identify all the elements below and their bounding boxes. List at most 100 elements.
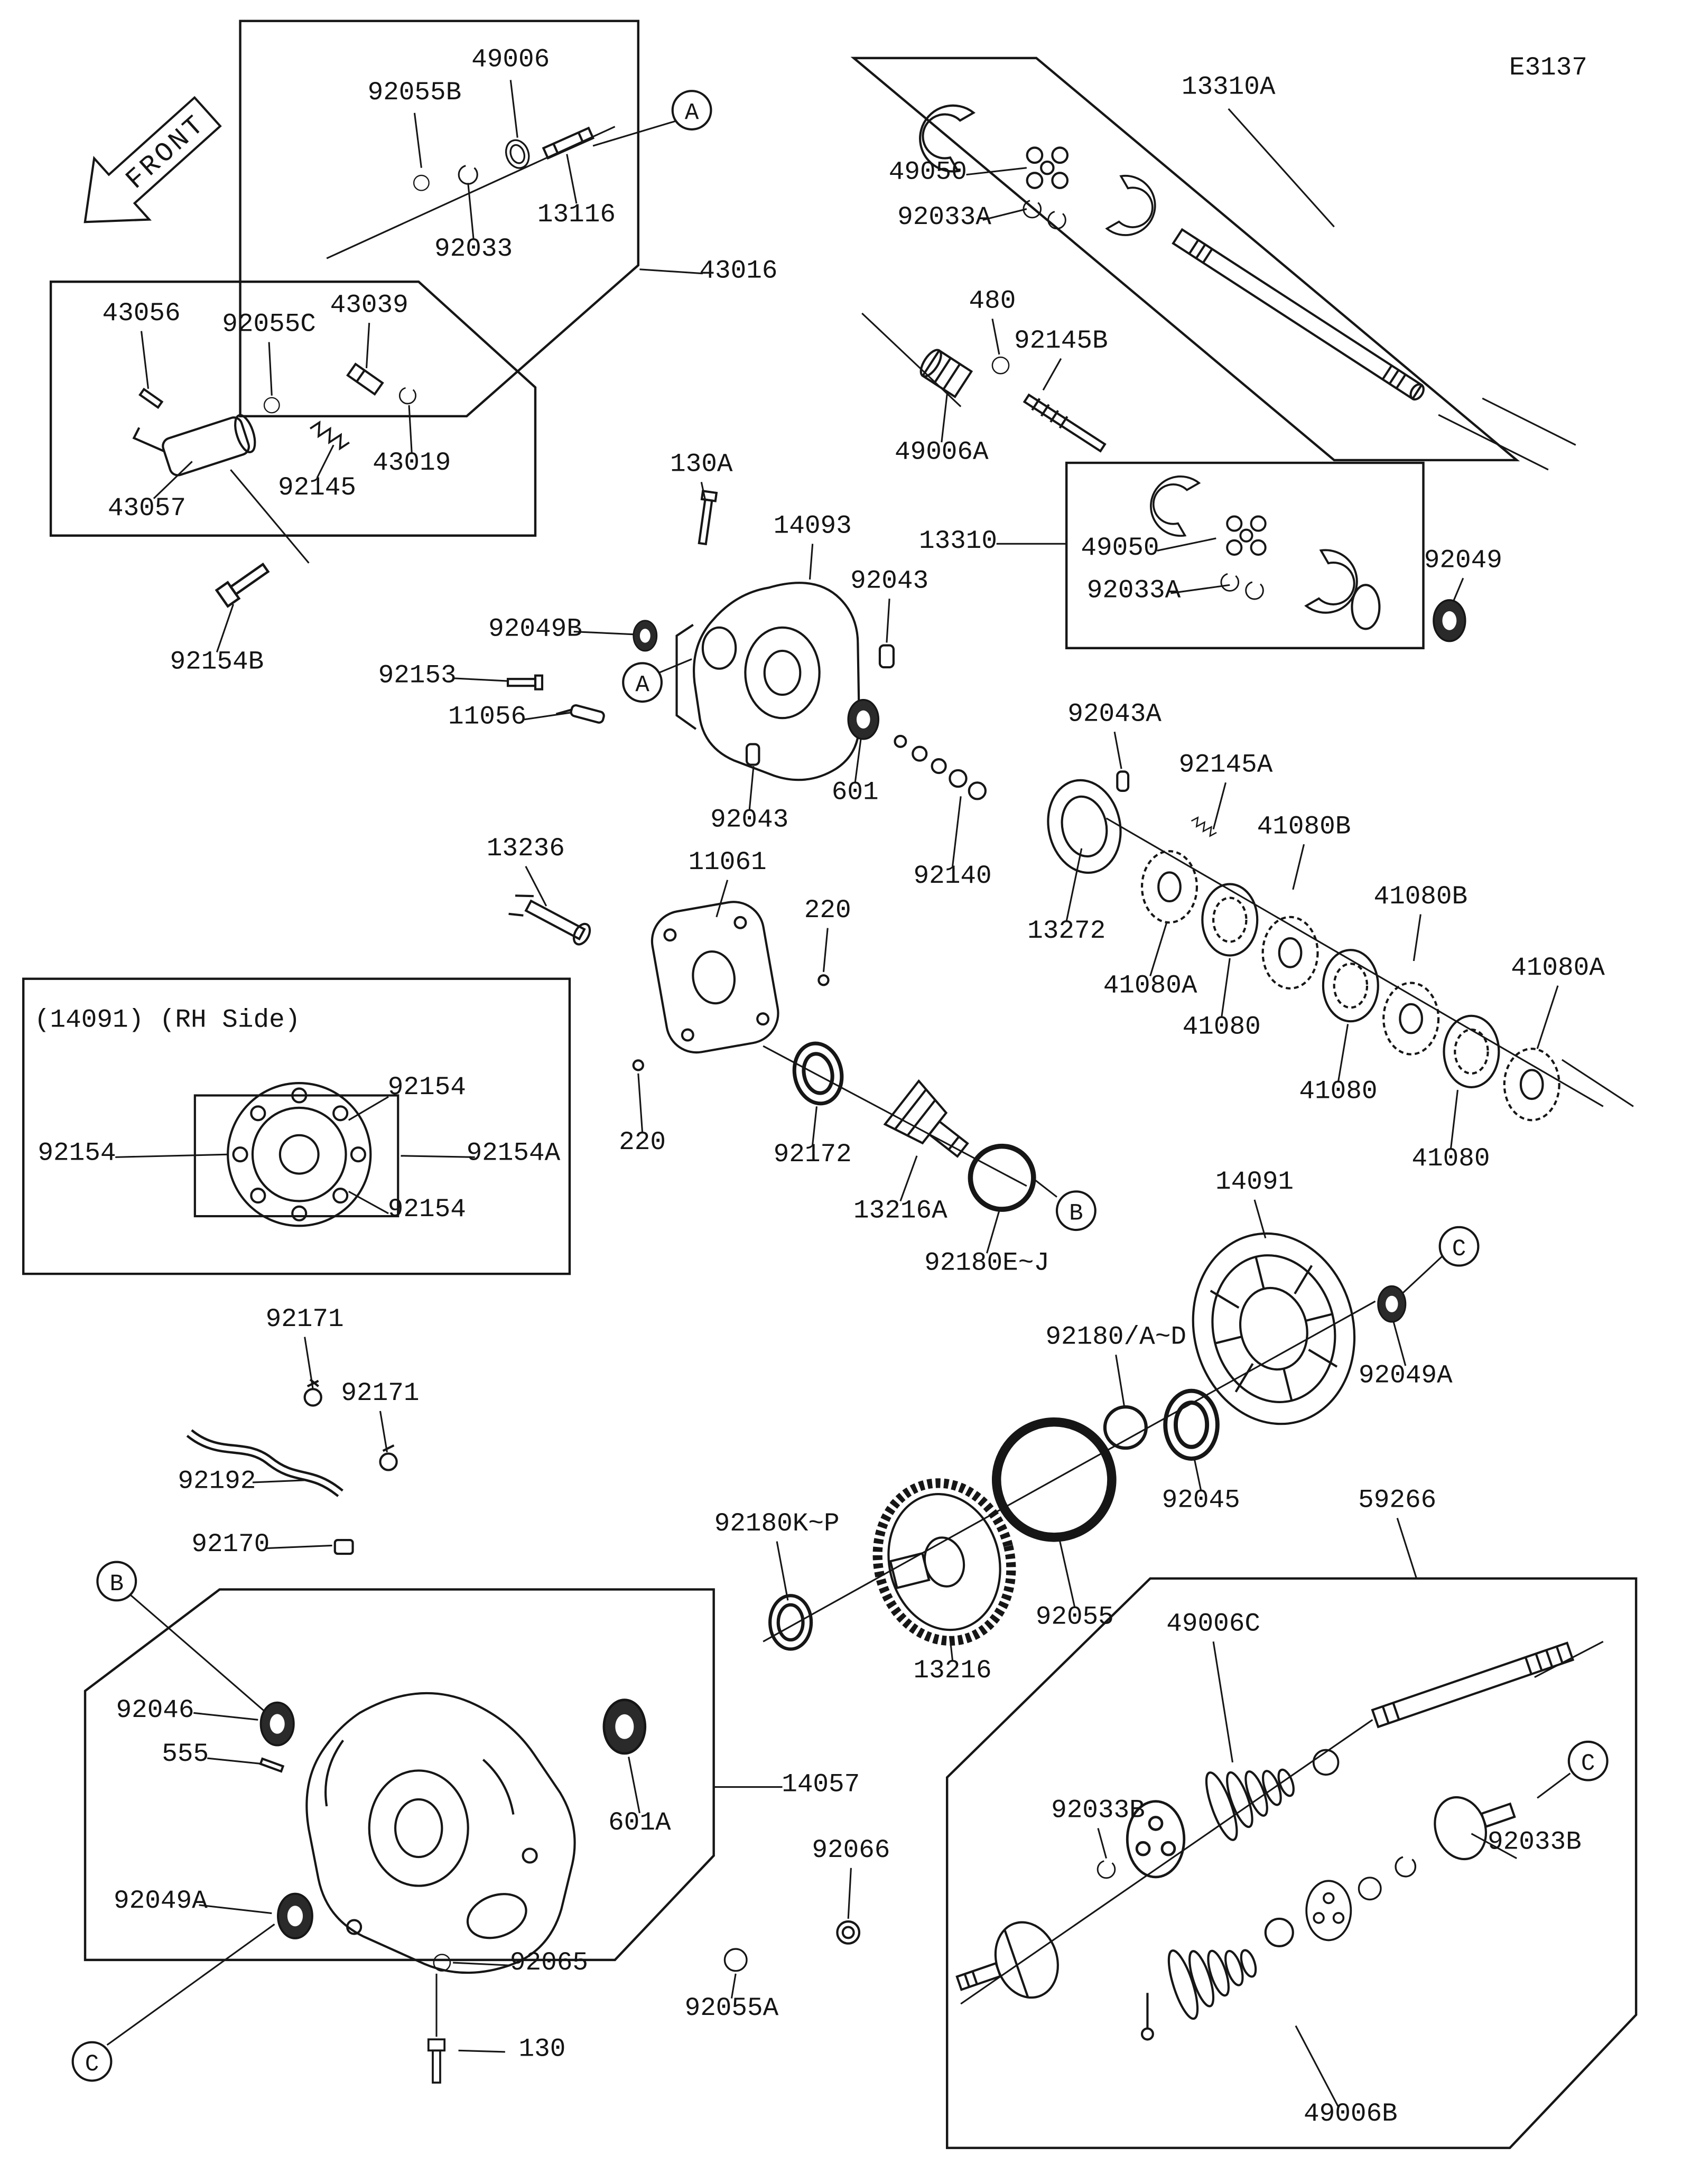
ref-marker-a-2: A (622, 662, 663, 703)
snapring-92033a (1220, 573, 1240, 592)
enclosure-box-2 (49, 281, 537, 537)
part-label-41080a-37: 41080A (1103, 971, 1197, 1001)
part-label-92154-48: 92154 (388, 1194, 466, 1224)
shim-set-92140 (894, 734, 987, 800)
part-label-92046-66: 92046 (116, 1695, 194, 1725)
ref-marker-a-1: A (671, 90, 712, 130)
piston-43039 (346, 362, 384, 396)
part-label-92049-24: 92049 (1424, 545, 1502, 575)
leader-line-7 (1228, 108, 1335, 228)
leader-line-12 (941, 394, 948, 443)
pin-13116 (542, 126, 595, 160)
leader-line-33 (1113, 731, 1122, 769)
part-label-92180e~j-52: 92180E~J (924, 1248, 1049, 1277)
part-label-49006-0: 49006 (471, 44, 550, 74)
part-label-92145b-9: 92145B (1014, 326, 1108, 356)
leader-line-59 (379, 1411, 388, 1453)
leader-line-77 (730, 1973, 737, 1999)
part-label-13216a-51: 13216A (853, 1196, 947, 1226)
part-label-92043-20: 92043 (850, 566, 928, 595)
bearing-601a (604, 1700, 645, 1753)
part-label-92154a-47: 92154A (467, 1138, 561, 1168)
part-label-92180-a~d-55: 92180/A~D (1045, 1322, 1186, 1352)
leader-line-21 (809, 544, 814, 580)
circlip-92033b-left (1097, 1860, 1116, 1879)
front-arrow: FRONT (83, 96, 222, 223)
leader-line-46 (822, 928, 829, 972)
bolt-92154b (217, 560, 271, 606)
part-label-43019-14: 43019 (373, 448, 451, 478)
part-drawings: FRONT (83, 96, 1634, 2084)
leader-line-36 (1413, 914, 1421, 962)
leader-line-43 (1450, 1089, 1458, 1149)
part-label-92192-60: 92192 (178, 1466, 256, 1496)
part-label-13310-21: 13310 (919, 526, 997, 556)
leader-line-15 (365, 323, 370, 368)
clamp-92171-1 (303, 1378, 322, 1407)
propeller-shaft-13310a (1172, 228, 1425, 401)
yoke-rear (1105, 173, 1163, 243)
part-label-92055-57: 92055 (1036, 1602, 1114, 1631)
leader-line-4 (467, 183, 475, 239)
svg-text:A: A (635, 673, 649, 699)
part-label-92180k~p-62: 92180K~P (714, 1509, 840, 1538)
part-label-92170-61: 92170 (191, 1529, 270, 1559)
enclosure-box-1 (239, 20, 639, 417)
leader-line-17 (316, 444, 335, 479)
part-label-14057-69: 14057 (782, 1769, 860, 1799)
oring-92055a (723, 1948, 748, 1972)
seal-92049a-upper (1377, 1285, 1407, 1323)
part-label-92043a-30: 92043A (1067, 699, 1162, 729)
leader-line-72 (1471, 1833, 1517, 1860)
leader-line-83 (401, 1155, 475, 1158)
bearing-housing-group (763, 1232, 1407, 1642)
leader-line-71 (1097, 1828, 1108, 1859)
part-label-43016-4: 43016 (699, 256, 777, 285)
boot-clamp-dangler (1140, 1993, 1154, 2041)
plug-92066 (836, 1920, 861, 1945)
leader-line-18 (153, 461, 193, 499)
plate-41080a (1142, 851, 1197, 922)
part-label-92145-15: 92145 (278, 473, 356, 502)
outer-joint-tulip (955, 1921, 1059, 1999)
joint-13236 (508, 894, 591, 946)
enclosure-box-6 (83, 1588, 715, 1962)
part-label-92055c-12: 92055C (222, 310, 316, 339)
part-label-92145a-31: 92145A (1179, 750, 1273, 780)
part-label-11061-42: 11061 (689, 847, 767, 877)
cover-plate-11061 (651, 901, 779, 1054)
spider-49050 (1211, 500, 1281, 571)
leader-line-55 (1115, 1355, 1125, 1406)
part-label-92066-70: 92066 (812, 1835, 890, 1865)
gearcase-bore (744, 626, 821, 720)
plate-41080b (1383, 983, 1438, 1054)
leader-line-54 (1392, 1320, 1407, 1366)
svg-text:B: B (1069, 1201, 1083, 1227)
bracket-11056 (555, 704, 605, 724)
leader-line-5 (639, 268, 703, 275)
leader-line-50 (986, 1210, 1000, 1254)
enclosure-boxes (22, 20, 1638, 2149)
part-label-601-28: 601 (832, 777, 879, 807)
ref-marker-c-6: C (1567, 1740, 1609, 1781)
part-label-49050-6: 49050 (889, 157, 967, 186)
leader-line-29 (524, 712, 571, 721)
boot-band-lower (1266, 1919, 1293, 1946)
leader-line-40 (1149, 922, 1168, 976)
leader-line-57 (1058, 1539, 1076, 1608)
part-label-92154-45: 92154 (388, 1072, 466, 1102)
oring-92180a-d (1105, 1407, 1146, 1448)
leader-line-35 (1292, 844, 1305, 890)
part-labels: 4900692055B13116920334301613310A49050920… (34, 44, 1605, 2128)
ujoint-assembly (1143, 469, 1466, 642)
leader-line-82 (115, 1153, 228, 1158)
bolt-130 (427, 2038, 446, 2084)
leader-line-45 (716, 880, 729, 918)
leader-line-47 (637, 1073, 644, 1133)
bearing-92045 (1165, 1391, 1218, 1459)
part-label-555-67: 555 (162, 1739, 209, 1769)
oring-92180e-j (970, 1146, 1033, 1209)
yoke-front (1143, 469, 1201, 539)
pin-43056 (138, 387, 164, 409)
